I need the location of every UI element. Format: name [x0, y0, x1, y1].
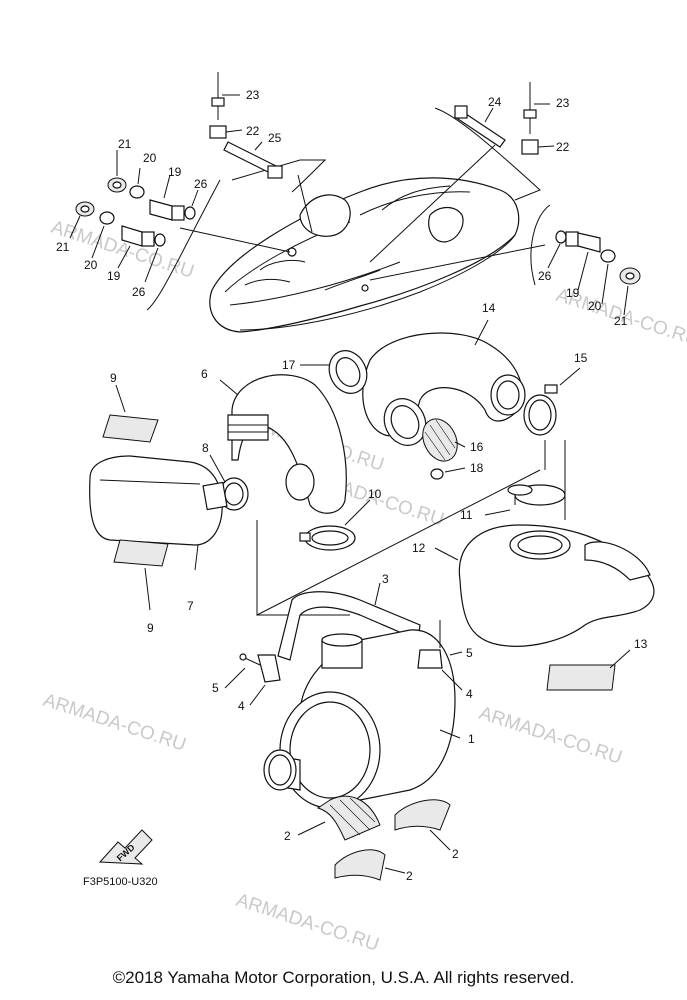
sticker-9 — [102, 384, 169, 611]
callout-5-left: 5 — [212, 681, 219, 695]
screw-23-left — [211, 72, 240, 120]
nut-22-left — [209, 125, 243, 139]
callout-15: 15 — [574, 351, 588, 365]
callouts: 23 22 25 24 23 22 21 20 19 26 21 20 19 2… — [56, 88, 648, 883]
watermark-7: ARMADA-CO.RU — [233, 890, 381, 956]
callout-4-left: 4 — [238, 699, 245, 713]
callout-22-left: 22 — [246, 124, 260, 138]
clamp-8 — [209, 454, 249, 511]
silencer-1 — [263, 629, 461, 809]
screw-23-right — [523, 82, 550, 134]
callout-20-right: 20 — [588, 299, 602, 313]
clamp-10 — [299, 499, 371, 551]
flange-17-16-18 — [300, 350, 466, 480]
sound-tank-12 — [434, 484, 655, 647]
callout-9-bottom: 9 — [147, 621, 154, 635]
brackets-4-5 — [224, 620, 463, 706]
callout-11: 11 — [460, 508, 473, 522]
callout-2-right: 2 — [452, 847, 459, 861]
callout-6: 6 — [201, 367, 208, 381]
callout-18: 18 — [470, 461, 484, 475]
watermark-5: ARMADA-CO.RU — [40, 690, 188, 756]
callout-17: 17 — [282, 358, 296, 372]
intake-box-7 — [89, 455, 228, 571]
callout-20-left: 20 — [84, 258, 98, 272]
callout-23-right: 23 — [556, 96, 570, 110]
callout-26-right: 26 — [538, 269, 552, 283]
callout-23-left: 23 — [246, 88, 260, 102]
callout-21-top: 21 — [118, 137, 132, 151]
callout-22-right: 22 — [556, 140, 570, 154]
callout-24: 24 — [488, 95, 502, 109]
callout-10: 10 — [368, 487, 382, 501]
callout-26-top: 26 — [194, 177, 208, 191]
callout-3: 3 — [382, 572, 389, 586]
parts-diagram: ARMADA-CO.RU ARMADA-CO.RU ARMADA-CO.RU A… — [40, 72, 687, 956]
fittings-left — [69, 150, 199, 283]
watercraft-hull — [209, 177, 520, 333]
nut-22-right — [521, 139, 555, 155]
callout-4-right: 4 — [466, 687, 473, 701]
callout-20-top: 20 — [143, 151, 157, 165]
heat-shields-2 — [297, 795, 451, 881]
callout-21-right: 21 — [614, 314, 628, 328]
callout-12: 12 — [412, 541, 426, 555]
watermark-6: ARMADA-CO.RU — [476, 703, 624, 769]
callout-2-left: 2 — [284, 829, 291, 843]
callout-19-right: 19 — [566, 286, 580, 300]
callout-21-left: 21 — [56, 240, 70, 254]
fittings-right — [547, 230, 641, 316]
duct-6 — [219, 374, 347, 514]
callout-25: 25 — [268, 131, 282, 145]
clamp-15 — [523, 367, 581, 436]
callout-19-top: 19 — [168, 165, 182, 179]
copyright-notice: ©2018 Yamaha Motor Corporation, U.S.A. A… — [112, 968, 575, 987]
callout-1: 1 — [468, 732, 475, 746]
callout-19-left: 19 — [107, 269, 121, 283]
callout-7: 7 — [187, 599, 194, 613]
hull-leaders — [146, 107, 551, 311]
strap-3 — [277, 582, 421, 661]
diagram-code: F3P5100-U320 — [83, 876, 158, 888]
callout-14: 14 — [482, 301, 496, 315]
callout-2-bottom: 2 — [406, 869, 413, 883]
callout-26-left: 26 — [132, 285, 146, 299]
cable-tie-24 — [454, 105, 506, 148]
guide-lines — [256, 440, 566, 616]
callout-9-top: 9 — [110, 371, 117, 385]
callout-8: 8 — [202, 441, 209, 455]
callout-16: 16 — [470, 440, 484, 454]
sticker-13 — [546, 649, 631, 691]
callout-13: 13 — [634, 637, 648, 651]
cable-tie-25 — [223, 141, 283, 179]
fwd-arrow-icon: FWD — [98, 829, 153, 865]
callout-5-right: 5 — [466, 646, 473, 660]
